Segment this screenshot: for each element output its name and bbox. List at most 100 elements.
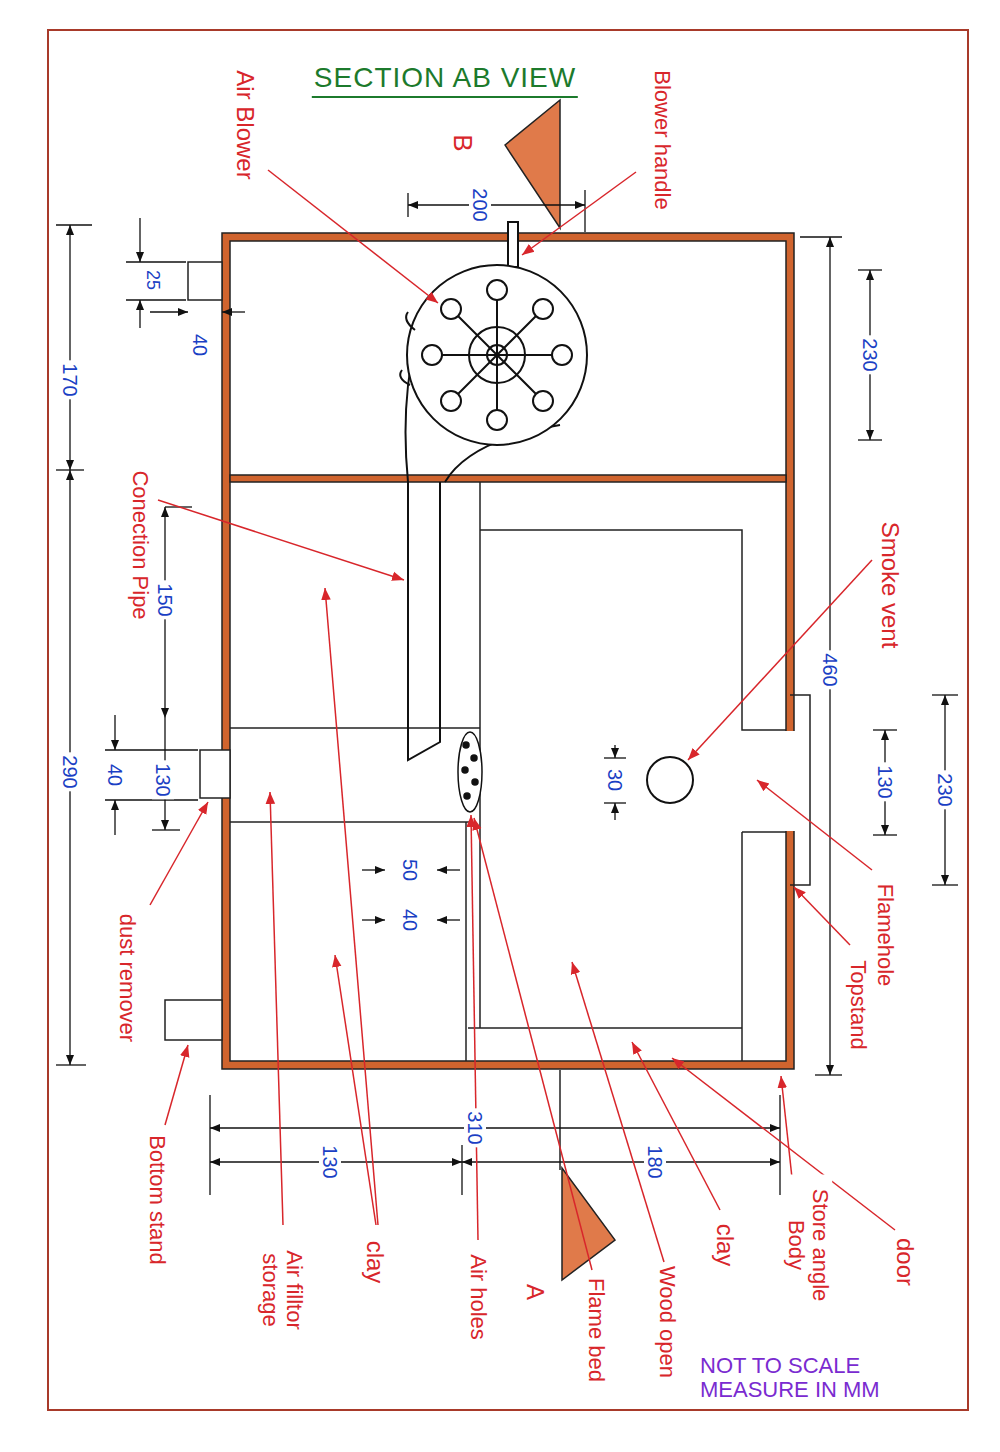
dimension-value: 460 xyxy=(819,650,841,689)
dimension-lines-part xyxy=(437,919,460,920)
dimension-lines-part xyxy=(150,311,188,312)
air-blower-part xyxy=(441,299,461,319)
dimension-lines-part xyxy=(126,261,186,262)
dimension-value: 30 xyxy=(604,766,626,794)
air-blower-part xyxy=(533,391,553,411)
stove-body-part xyxy=(468,1027,742,1029)
part-label: Topstand xyxy=(846,957,870,1052)
stove-body-part xyxy=(742,831,786,833)
air-holes-part xyxy=(462,767,468,773)
leader-lines-part xyxy=(270,792,283,1225)
stove-body-part xyxy=(230,821,470,823)
part-label: clay xyxy=(362,1238,388,1287)
dimension-lines-part xyxy=(139,218,140,262)
leader-lines-part xyxy=(572,962,664,1262)
dimension-value: 310 xyxy=(464,1108,486,1147)
dimension-value: 150 xyxy=(154,580,176,619)
part-label: door xyxy=(892,1235,918,1289)
scale-note: NOT TO SCALE MEASURE IN MM xyxy=(697,1354,943,1402)
connection-pipe-part xyxy=(408,482,440,760)
smoke-vent xyxy=(647,757,693,803)
dimension-lines-part xyxy=(362,869,385,870)
dimension-lines-part xyxy=(932,884,958,885)
part-label: Flame bed xyxy=(584,1275,608,1385)
dimension-lines-part xyxy=(858,439,882,440)
leader-lines-part xyxy=(522,172,636,255)
sheet-border-part xyxy=(48,30,968,1410)
dimension-lines-part xyxy=(210,1127,780,1128)
stove-body-part xyxy=(200,750,230,798)
smoke-vent-part xyxy=(647,757,693,803)
leader-lines-part xyxy=(335,955,376,1225)
stove-body xyxy=(165,233,810,1069)
dimension-lines-part xyxy=(815,1074,842,1075)
part-label: Air holes xyxy=(466,1251,490,1343)
stove-body-part xyxy=(465,822,467,1061)
air-holes-part xyxy=(458,732,482,812)
stove-body-part xyxy=(480,530,786,730)
dimension-value: 230 xyxy=(859,335,881,374)
stove-body-part xyxy=(230,475,786,482)
air-blower-part xyxy=(432,290,562,420)
dimension-lines-part xyxy=(222,311,245,312)
stove-body-part xyxy=(790,695,810,885)
air-blower-part xyxy=(552,345,572,365)
dimension-lines-part xyxy=(126,299,186,300)
stove-body-part xyxy=(165,1000,222,1040)
dimension-lines-part xyxy=(362,919,385,920)
part-label: Store angle Body xyxy=(784,1175,832,1316)
dimension-value: 40 xyxy=(104,761,126,789)
stove-body-part xyxy=(188,262,222,300)
dimension-lines-part xyxy=(604,757,626,758)
section-mark: B xyxy=(449,131,478,154)
view-title: SECTION AB VIEW xyxy=(312,62,578,98)
dimension-value: 180 xyxy=(644,1142,666,1181)
stove-body-part xyxy=(230,241,786,1061)
part-label: Smoke vent xyxy=(877,519,903,652)
part-label: clay xyxy=(712,1221,738,1270)
air-blower-part xyxy=(407,265,587,445)
leader-lines-part xyxy=(268,170,438,303)
dimension-lines-part xyxy=(209,1095,210,1195)
dimension-lines-part xyxy=(114,715,115,750)
dimension-value: 40 xyxy=(399,906,421,934)
dimension-lines-part xyxy=(139,300,140,328)
section-marks-part xyxy=(505,100,560,228)
connection-pipe xyxy=(408,482,440,760)
air-blower-part xyxy=(422,345,442,365)
air-blower-part xyxy=(508,222,518,267)
air-blower-part xyxy=(487,280,507,300)
dimension-value: 170 xyxy=(59,360,81,399)
air-blower-part xyxy=(400,312,415,385)
dimension-lines-part xyxy=(56,224,92,225)
dimension-value: 200 xyxy=(469,185,491,224)
dimension-lines-part xyxy=(932,694,958,695)
leader-lines-part xyxy=(474,818,592,1270)
stove-body-part xyxy=(785,731,797,831)
dimension-lines-part xyxy=(800,236,842,237)
leader-lines-part xyxy=(325,588,378,1225)
dimension-lines xyxy=(56,190,958,1195)
dimension-value: 290 xyxy=(59,752,81,791)
air-blower-part xyxy=(533,299,553,319)
leader-lines-part xyxy=(158,500,404,580)
leader-lines-part xyxy=(471,815,478,1240)
part-label: Flamehole xyxy=(873,881,897,990)
dimension-value: 230 xyxy=(934,770,956,809)
leader-lines-part xyxy=(165,1045,188,1125)
air-holes-part xyxy=(472,779,478,785)
air-blower-part xyxy=(487,410,507,430)
dimension-lines-part xyxy=(105,749,198,750)
sheet-border xyxy=(48,30,968,1410)
leader-lines-part xyxy=(150,802,208,905)
dimension-lines-part xyxy=(873,834,897,835)
air-blower-part xyxy=(441,391,461,411)
dimension-lines-part xyxy=(614,803,615,820)
dimension-lines-part xyxy=(114,800,115,835)
dimension-lines-part xyxy=(462,1161,780,1162)
dimension-value: 50 xyxy=(399,856,421,884)
part-label: Conection Pipe xyxy=(128,467,152,622)
leader-lines-part xyxy=(632,1042,720,1210)
air-holes-part xyxy=(464,793,470,799)
section-mark: A xyxy=(522,1281,548,1303)
